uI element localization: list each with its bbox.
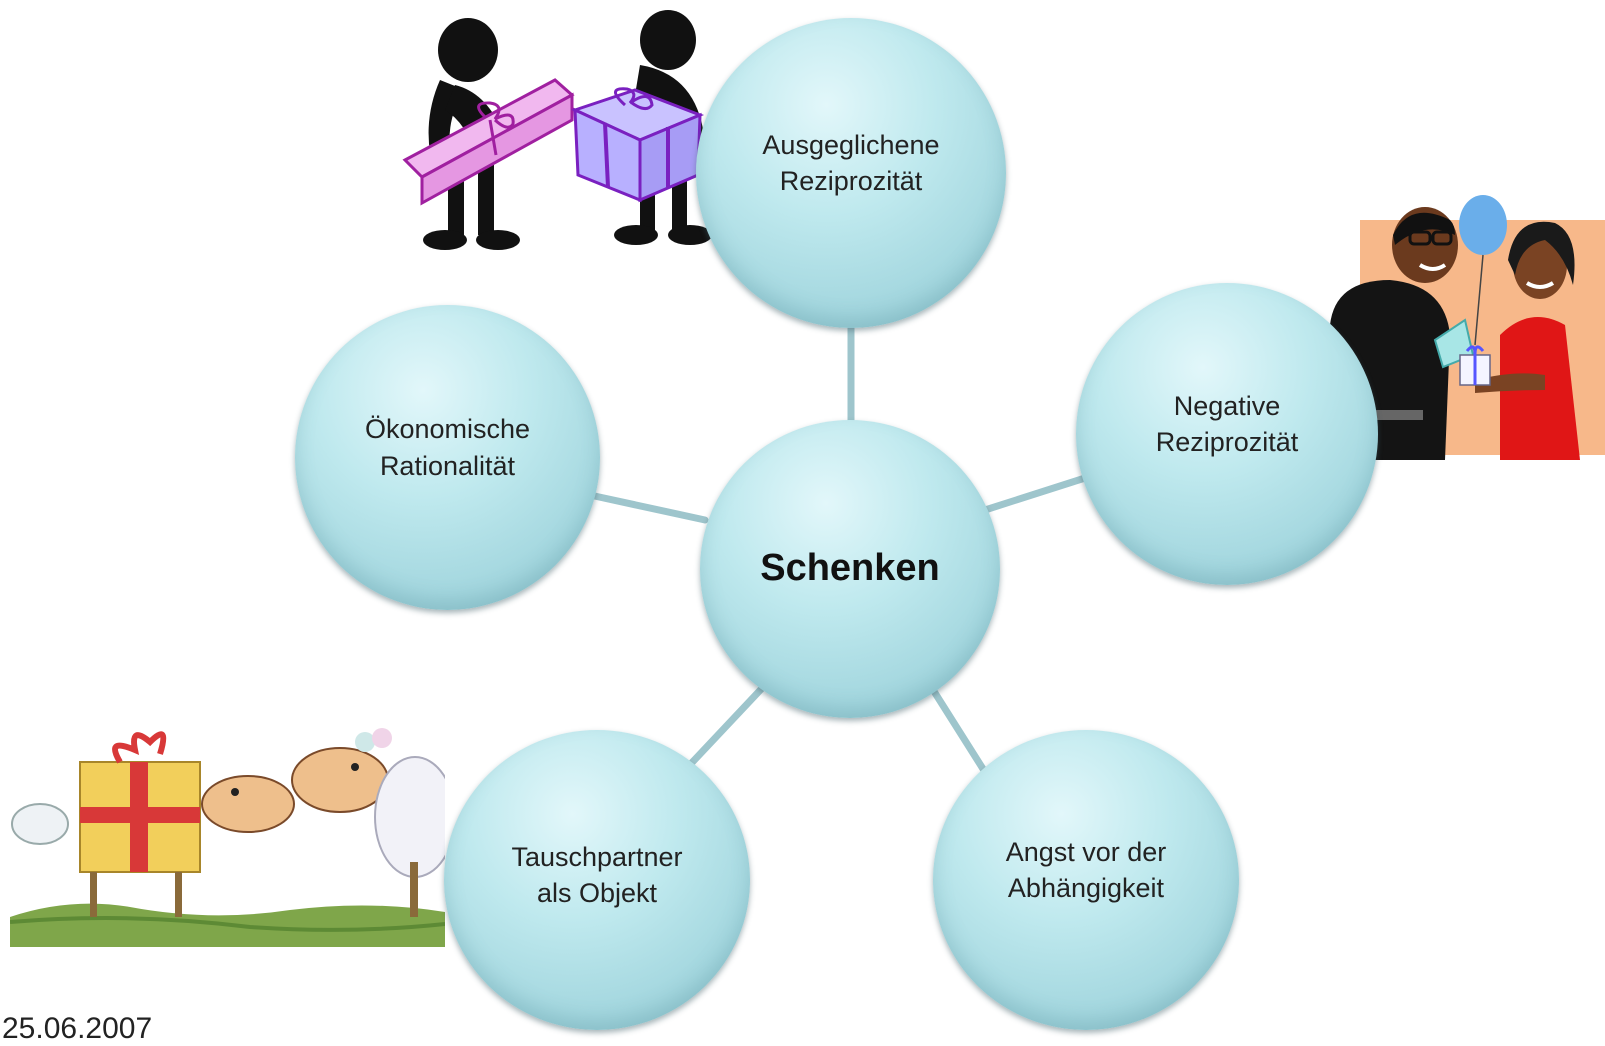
- node-oekonomische-rationalitaet: Ökonomische Rationalität: [295, 305, 600, 610]
- connector-negative: [981, 474, 1089, 514]
- right-figure-head: [640, 10, 696, 70]
- center-label: Schenken: [760, 547, 940, 590]
- node-label: Ausgeglichene Reziprozität: [762, 129, 940, 196]
- balloon: [1459, 195, 1507, 255]
- footer-date: 25.06.2007: [2, 1012, 153, 1045]
- node-schenken-center: Schenken: [700, 420, 1000, 718]
- sheep-gift-clipart: [10, 728, 445, 947]
- connector-tauschpartner: [681, 681, 769, 774]
- node-ausgeglichene-reziprozitaet: Ausgeglichene Reziprozität: [696, 18, 1006, 328]
- node-label: Tauschpartner als Objekt: [511, 841, 683, 908]
- left-sheep-head: [201, 775, 295, 833]
- node-label: Angst vor der Abhängigkeit: [1005, 836, 1167, 903]
- node-negative-reziprozitaet: Negative Reziprozität: [1076, 283, 1378, 585]
- connector-oekonomische: [586, 491, 709, 524]
- node-angst-vor-der-abhaengigkeit: Angst vor der Abhängigkeit: [933, 730, 1239, 1030]
- left-figure-head: [438, 18, 498, 82]
- connector-angst: [926, 681, 994, 784]
- node-label: Negative Reziprozität: [1155, 390, 1299, 457]
- node-label: Ökonomische Rationalität: [364, 414, 531, 481]
- right-sheep-head: [291, 747, 389, 813]
- gift-exchange-clipart: [402, 10, 712, 250]
- node-tauschpartner-als-objekt: Tauschpartner als Objekt: [444, 730, 750, 1030]
